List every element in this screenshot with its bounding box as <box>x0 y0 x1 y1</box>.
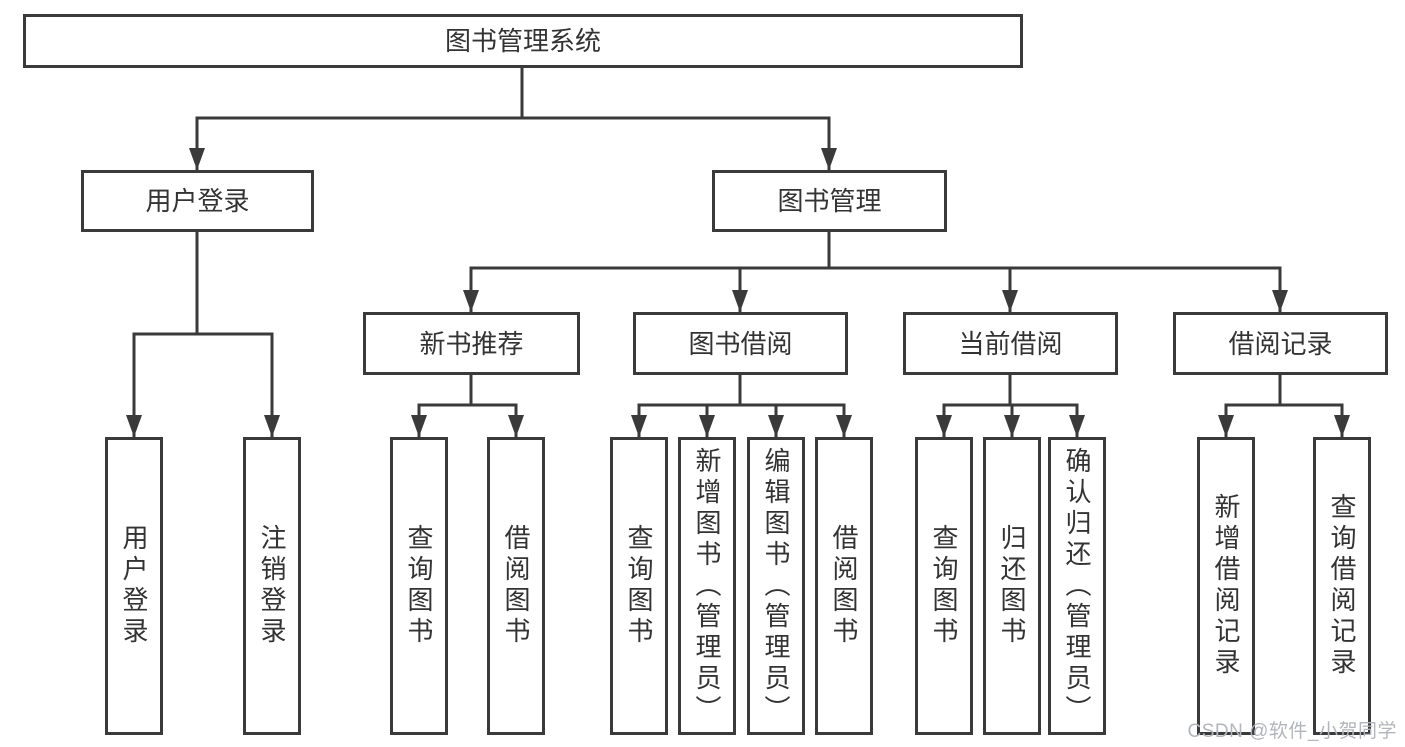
edge-mgmt-to-current-borrow <box>827 232 1018 312</box>
leaf-borrow-books: 借阅图书 <box>815 437 873 735</box>
leaf-query-books-current: 查询图书 <box>915 437 973 735</box>
node-label: 图书管理 <box>777 186 882 216</box>
edge-current-to-query <box>936 375 1012 437</box>
node-label: 图书借阅 <box>688 328 793 359</box>
node-label: 借阅记录 <box>1228 328 1333 359</box>
node-book-borrow: 图书借阅 <box>633 312 848 375</box>
leaf-query-books-borrow: 查询图书 <box>610 437 668 735</box>
leaf-label: 新增借阅记录 <box>1211 493 1241 679</box>
edge-login-to-logout <box>195 232 280 437</box>
edge-group <box>126 68 1350 437</box>
leaf-query-borrow-record: 查询借阅记录 <box>1313 437 1371 735</box>
leaf-label: 查询图书 <box>929 524 959 648</box>
edge-mgmt-to-new-book <box>463 232 831 312</box>
node-library-system: 图书管理系统 <box>23 14 1023 68</box>
node-user-login: 用户登录 <box>81 170 314 232</box>
leaf-label: 借阅图书 <box>829 524 859 648</box>
edge-records-to-add <box>1218 375 1282 437</box>
node-label: 新书推荐 <box>419 328 524 359</box>
leaf-label: 归还图书 <box>997 524 1027 648</box>
node-book-management: 图书管理 <box>712 170 947 232</box>
leaf-user-login: 用户登录 <box>105 437 163 735</box>
leaf-label: 查询图书 <box>404 524 434 648</box>
edge-newbook-to-query <box>411 375 473 437</box>
node-borrow-records: 借阅记录 <box>1173 312 1388 375</box>
edge-records-to-query <box>1278 375 1350 437</box>
watermark: CSDN @软件_小贺同学 <box>1187 721 1397 742</box>
leaf-label: 新增图书（管理员） <box>692 446 722 726</box>
leaf-add-book-admin: 新增图书（管理员） <box>678 437 736 735</box>
node-label: 当前借阅 <box>958 328 1063 359</box>
leaf-logout: 注销登录 <box>243 437 301 735</box>
node-label: 用户登录 <box>145 186 250 216</box>
leaf-label: 注销登录 <box>257 524 287 648</box>
edge-newbook-to-borrow <box>469 375 524 437</box>
leaf-label: 借阅图书 <box>501 524 531 648</box>
edge-current-to-confirm <box>1008 375 1085 437</box>
leaf-label: 查询图书 <box>624 524 654 648</box>
leaf-label: 确认归还（管理员） <box>1062 446 1092 726</box>
leaf-add-borrow-record: 新增借阅记录 <box>1197 437 1255 735</box>
edge-root-to-user-login <box>189 68 524 170</box>
node-label: 图书管理系统 <box>444 26 601 56</box>
edge-borrow-to-borrow <box>738 375 852 437</box>
leaf-label: 用户登录 <box>119 524 149 648</box>
leaf-borrow-books-recommend: 借阅图书 <box>487 437 545 735</box>
node-current-borrow: 当前借阅 <box>903 312 1118 375</box>
leaf-confirm-return-admin: 确认归还（管理员） <box>1048 437 1106 735</box>
edge-borrow-to-add <box>699 375 742 437</box>
edge-mgmt-to-borrow-records <box>827 232 1288 312</box>
leaf-edit-book-admin: 编辑图书（管理员） <box>747 437 805 735</box>
edge-root-to-book-mgmt <box>520 68 837 170</box>
leaf-query-books-recommend: 查询图书 <box>390 437 448 735</box>
edge-mgmt-to-book-borrow <box>732 232 831 312</box>
leaf-label: 编辑图书（管理员） <box>761 446 791 726</box>
node-new-book-recommend: 新书推荐 <box>363 312 580 375</box>
leaf-label: 查询借阅记录 <box>1327 493 1357 679</box>
leaf-return-books: 归还图书 <box>983 437 1041 735</box>
edge-login-to-user-login <box>126 232 199 437</box>
